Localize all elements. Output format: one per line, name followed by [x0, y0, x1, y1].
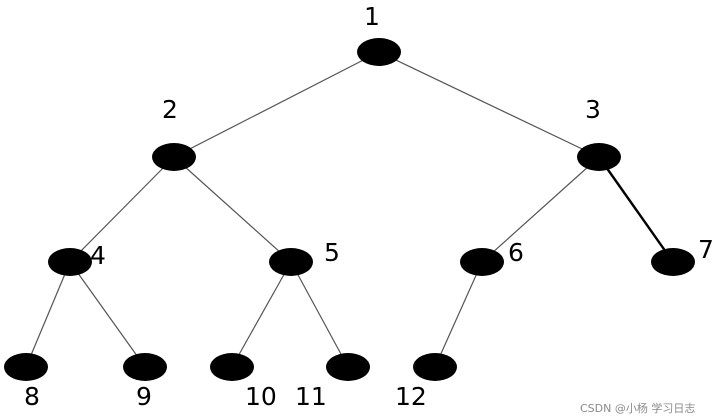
node-label-3: 3 — [585, 95, 601, 124]
edge-3-6 — [481, 156, 600, 263]
edge-5-10 — [231, 261, 292, 368]
tree-node-3 — [577, 143, 621, 171]
tree-node-4 — [48, 248, 92, 276]
tree-nodes — [4, 38, 695, 381]
node-label-7: 7 — [698, 235, 714, 264]
edge-2-4 — [69, 156, 175, 263]
node-label-2: 2 — [162, 95, 178, 124]
tree-node-1 — [357, 38, 401, 66]
node-label-8: 8 — [24, 382, 40, 411]
tree-node-6 — [460, 248, 504, 276]
edge-1-2 — [173, 51, 380, 158]
tree-node-7 — [651, 248, 695, 276]
tree-node-11 — [326, 353, 370, 381]
edge-1-3 — [378, 51, 600, 158]
edge-6-12 — [434, 261, 483, 368]
node-label-6: 6 — [508, 238, 524, 267]
node-label-1: 1 — [364, 2, 380, 31]
tree-node-2 — [152, 143, 196, 171]
tree-edges — [25, 51, 674, 368]
tree-node-10 — [210, 353, 254, 381]
tree-node-12 — [413, 353, 457, 381]
edge-4-9 — [69, 261, 146, 368]
edge-2-5 — [173, 156, 292, 263]
node-label-12: 12 — [395, 382, 427, 411]
tree-node-9 — [123, 353, 167, 381]
node-label-9: 9 — [136, 382, 152, 411]
edge-4-8 — [25, 261, 71, 368]
node-label-4: 4 — [90, 241, 106, 270]
tree-node-8 — [4, 353, 48, 381]
node-label-5: 5 — [324, 238, 340, 267]
edge-3-7 — [598, 156, 674, 263]
node-label-11: 11 — [295, 382, 327, 411]
node-label-10: 10 — [245, 382, 277, 411]
watermark: CSDN @小杨 学习日志 — [580, 401, 695, 415]
tree-node-5 — [269, 248, 313, 276]
edge-5-11 — [290, 261, 349, 368]
